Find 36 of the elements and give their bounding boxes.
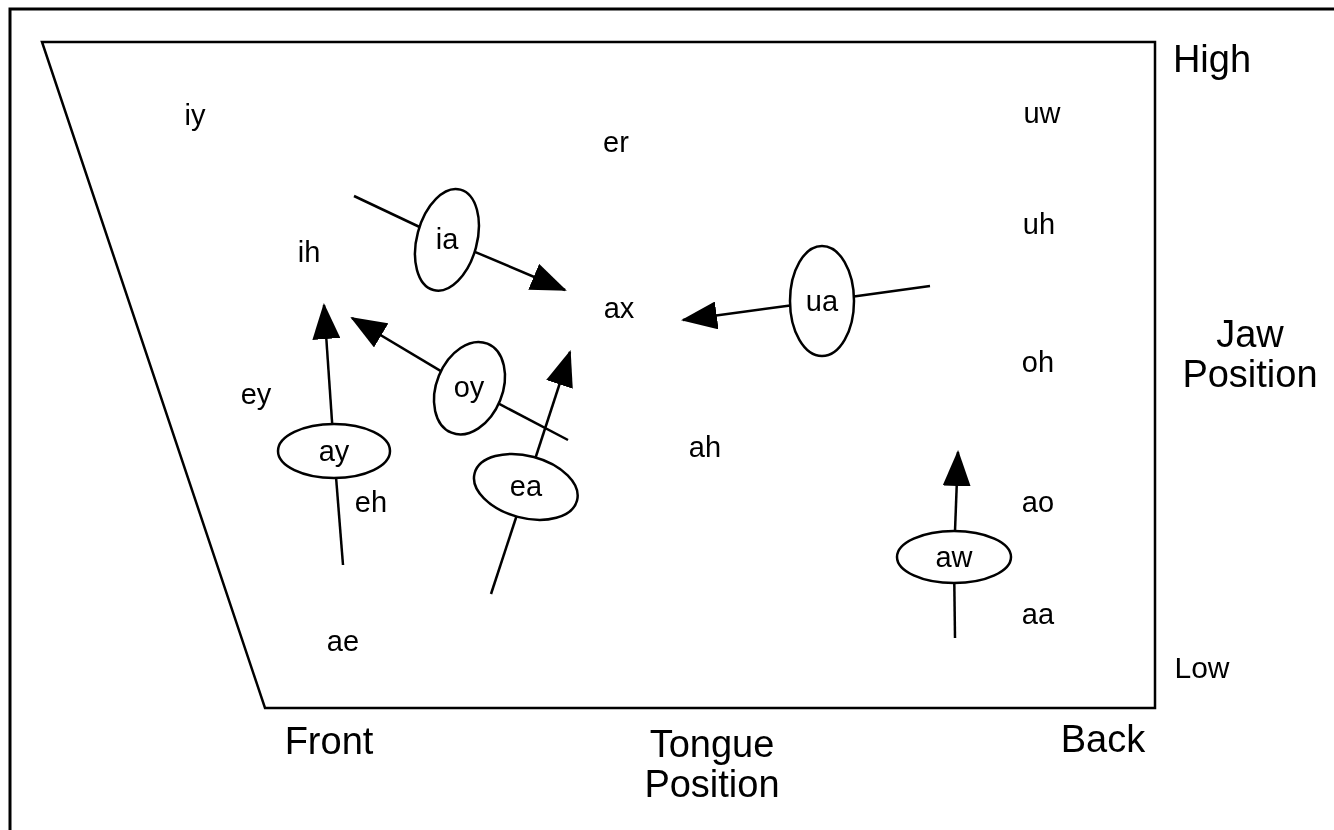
arrow [534,350,573,458]
axis-label: Low [1174,652,1230,684]
axis-title: Jaw Position [1181,315,1319,395]
vowel-label: ah [688,431,722,463]
axis-title: Tongue Position [643,725,781,805]
vowel-label: oh [1021,346,1055,378]
arrow [350,316,442,372]
vowel-label: aa [1021,598,1055,630]
line [853,284,931,298]
diphthong-ellipse: ay [278,424,390,478]
vowel-label: er [603,126,629,158]
diphthong-ellipse: ua [790,246,854,356]
arrow [942,450,971,532]
vowel-label: eh [354,486,388,518]
vowel-label: iy [184,99,206,131]
line [497,402,569,442]
line [953,583,957,638]
arrow [681,301,791,330]
vowel-label: ey [240,378,272,410]
vowel-label: ae [326,625,360,657]
diphthong-ellipse: aw [897,531,1011,583]
diphthong-ellipse: ia [415,189,479,291]
arrow [474,250,567,292]
line [489,516,518,595]
axis-label: Back [1060,720,1146,760]
diphthong-ellipse: oy [433,341,505,435]
vowel-label: ao [1021,486,1055,518]
axis-label: Front [284,722,374,762]
vowel-label: uw [1023,97,1061,129]
vowel-label: ax [603,292,635,324]
diphthong-ellipse: ea [474,454,578,520]
line [334,477,345,566]
arrow [312,303,341,425]
vowel-label: ih [297,236,321,268]
vowel-label: uh [1022,208,1056,240]
axis-label: High [1172,40,1252,80]
